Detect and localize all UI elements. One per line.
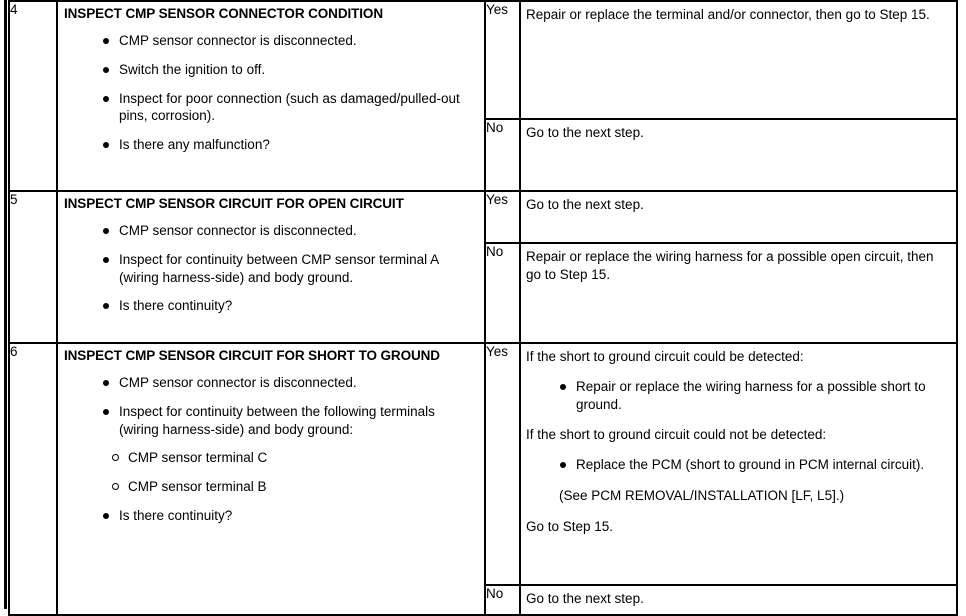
step-number-cell-5: 5 <box>8 190 58 344</box>
step-description-cell-5: INSPECT CMP SENSOR CIRCUIT FOR OPEN CIRC… <box>56 190 486 344</box>
list-item: Replace the PCM (short to ground in PCM … <box>559 456 950 474</box>
table-row: No Repair or replace the wiring harness … <box>9 242 958 344</box>
step-bullet-list-4: CMP sensor connector is disconnected. Sw… <box>64 32 478 154</box>
answer-action-yes-4: Repair or replace the terminal and/or co… <box>519 0 958 120</box>
answer-action-yes-6: If the short to ground circuit could be … <box>519 342 958 586</box>
answer-label-no-4: No <box>484 118 521 192</box>
answer-label-no-6: No <box>484 584 521 616</box>
answer-label-yes-6: Yes <box>484 342 521 586</box>
list-item: CMP sensor terminal B <box>111 478 478 496</box>
list-item: Switch the ignition to off. <box>102 61 478 79</box>
page-left-rule <box>4 0 7 609</box>
diagnostic-troubleshooting-table: 4 INSPECT CMP SENSOR CONNECTOR CONDITION… <box>8 0 958 616</box>
step-number-cell-4: 4 <box>8 0 58 192</box>
answer-action-no-4: Go to the next step. <box>519 118 958 192</box>
answer-action-no-6: Go to the next step. <box>519 584 958 616</box>
list-item: Is there continuity? <box>102 507 478 525</box>
list-item: CMP sensor terminal C <box>111 449 478 467</box>
list-item: Inspect for poor connection (such as dam… <box>102 90 478 126</box>
step-sub-bullet-list-6: CMP sensor terminal C CMP sensor termina… <box>64 449 478 496</box>
answer-text: Go to the next step. <box>526 197 644 212</box>
answer-text: Go to the next step. <box>526 125 644 140</box>
table-row: No Go to the next step. <box>9 118 958 192</box>
list-item: Is there any malfunction? <box>102 136 478 154</box>
answer-label-yes-5: Yes <box>484 190 521 244</box>
list-item: Inspect for continuity between the follo… <box>102 403 478 439</box>
table-row: 6 INSPECT CMP SENSOR CIRCUIT FOR SHORT T… <box>8 342 958 616</box>
table-row: 4 INSPECT CMP SENSOR CONNECTOR CONDITION… <box>8 0 958 192</box>
answer-condition-not-detected: If the short to ground circuit could not… <box>526 427 827 443</box>
step-title-4: INSPECT CMP SENSOR CONNECTOR CONDITION <box>64 6 383 21</box>
answer-text: Repair or replace the wiring harness for… <box>526 249 934 282</box>
answer-action-yes-5: Go to the next step. <box>519 190 958 244</box>
list-item: Inspect for continuity between CMP senso… <box>102 251 478 287</box>
step-title-5: INSPECT CMP SENSOR CIRCUIT FOR OPEN CIRC… <box>64 196 404 211</box>
answer-condition-detected: If the short to ground circuit could be … <box>526 349 804 364</box>
list-item: CMP sensor connector is disconnected. <box>102 222 478 240</box>
step-bullet-list-5: CMP sensor connector is disconnected. In… <box>64 222 478 315</box>
step-bullet-list-6: CMP sensor connector is disconnected. In… <box>64 374 478 438</box>
answer-label-yes-4: Yes <box>484 0 521 120</box>
answer-text: Go to the next step. <box>526 591 644 606</box>
step-description-cell-6: INSPECT CMP SENSOR CIRCUIT FOR SHORT TO … <box>56 342 486 616</box>
answer-action-no-5: Repair or replace the wiring harness for… <box>519 242 958 344</box>
table-row: 5 INSPECT CMP SENSOR CIRCUIT FOR OPEN CI… <box>8 190 958 344</box>
answer-bullet-list-detected: Repair or replace the wiring harness for… <box>526 378 950 414</box>
step-description-cell-4: INSPECT CMP SENSOR CONNECTOR CONDITION C… <box>56 0 486 192</box>
answer-text: Repair or replace the terminal and/or co… <box>526 7 930 22</box>
pcm-removal-reference: (See PCM REMOVAL/INSTALLATION [LF, L5].) <box>559 488 845 504</box>
list-item: Is there continuity? <box>102 297 478 315</box>
list-item: Repair or replace the wiring harness for… <box>559 378 950 414</box>
step-title-6: INSPECT CMP SENSOR CIRCUIT FOR SHORT TO … <box>64 348 440 363</box>
step-bullet-list-6-final: Is there continuity? <box>64 507 478 525</box>
list-item: CMP sensor connector is disconnected. <box>102 374 478 392</box>
answer-label-no-5: No <box>484 242 521 344</box>
answer-bullet-list-not-detected: Replace the PCM (short to ground in PCM … <box>526 456 950 474</box>
answer-goto-step: Go to Step 15. <box>526 518 614 534</box>
list-item: CMP sensor connector is disconnected. <box>102 32 478 50</box>
step-number-cell-6: 6 <box>8 342 58 616</box>
